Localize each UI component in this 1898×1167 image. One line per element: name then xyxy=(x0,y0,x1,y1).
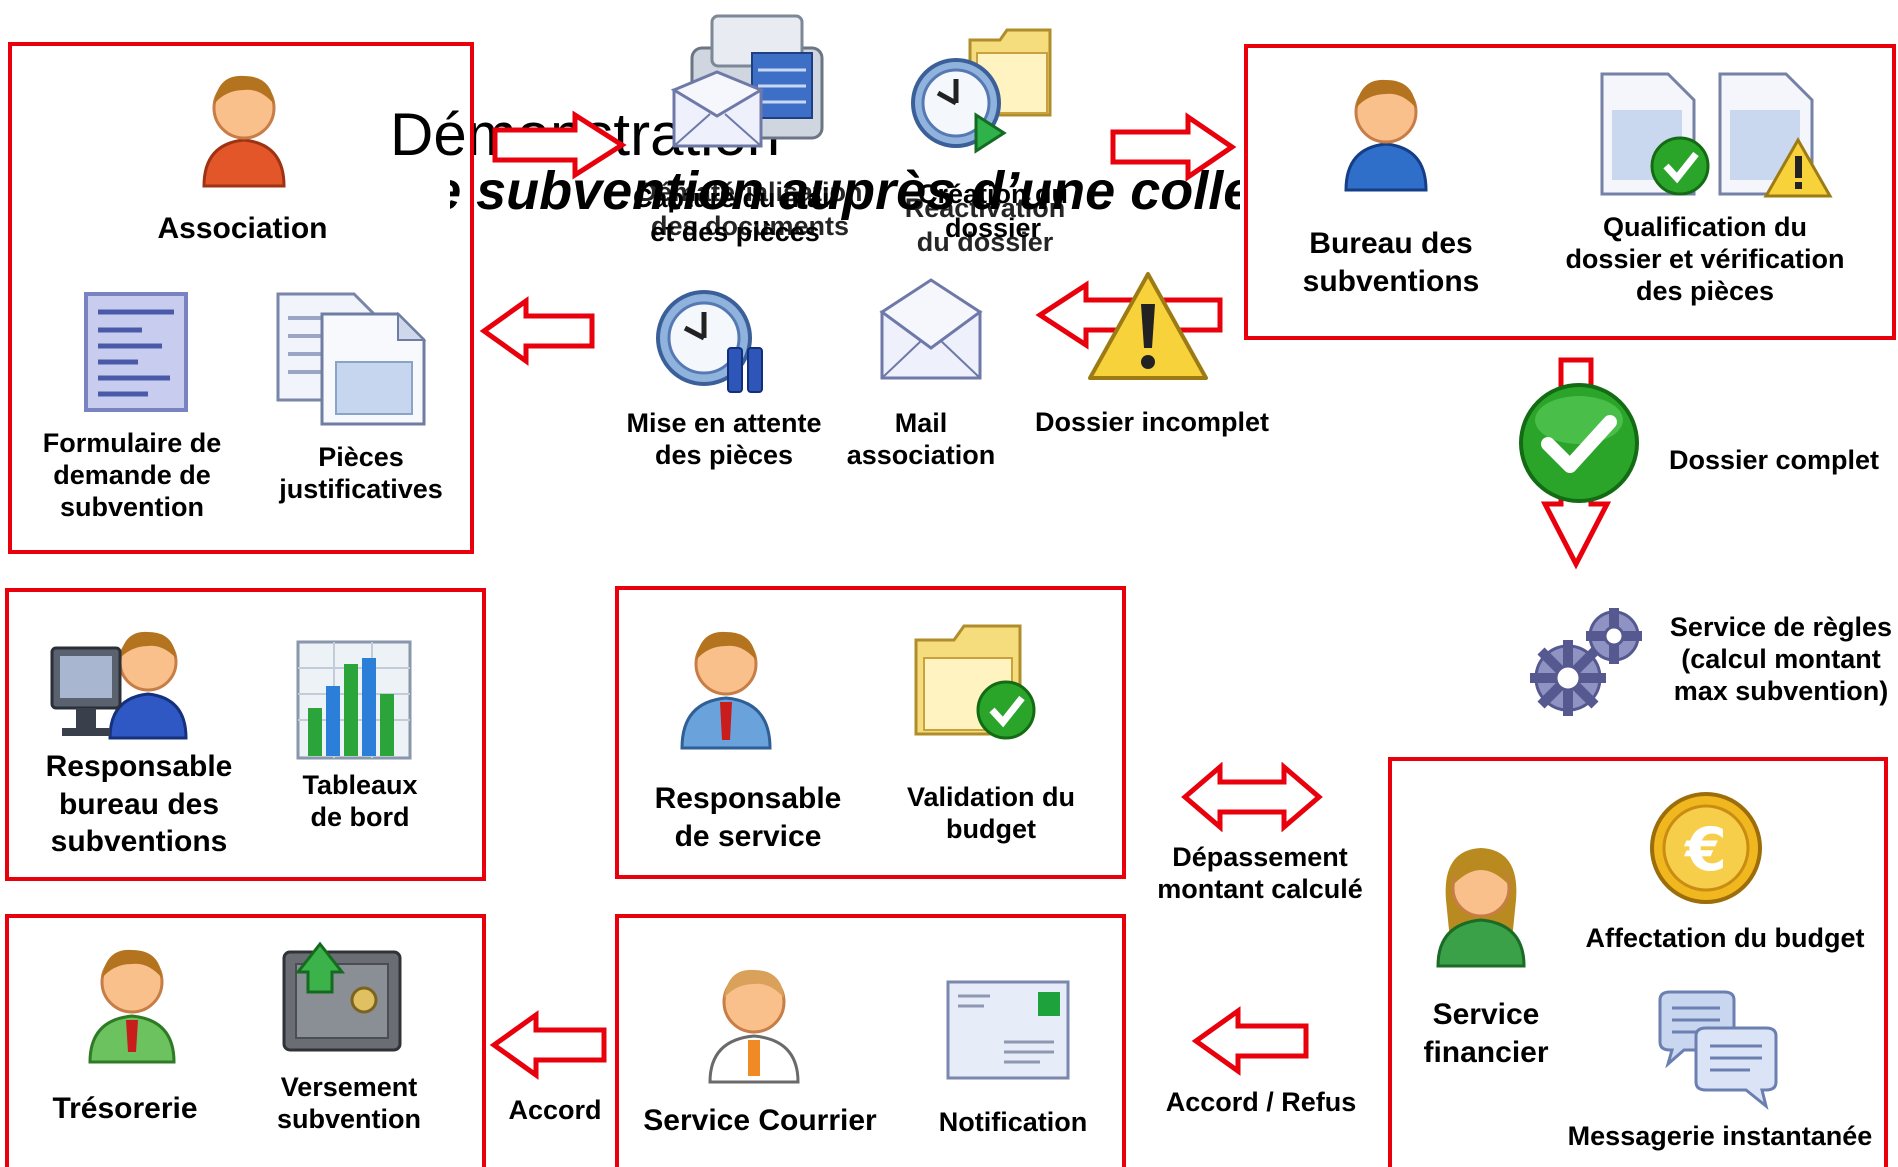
mail-capture-icon xyxy=(670,70,765,150)
depassement-label: Dépassement montant calculé xyxy=(1157,842,1363,904)
manager-person-icon xyxy=(676,622,776,752)
service-courrier-box xyxy=(615,914,1126,1167)
messagerie-label: Messagerie instantanée xyxy=(1567,1121,1873,1151)
service-financier-box xyxy=(1388,757,1888,1167)
safe-icon xyxy=(278,936,406,1056)
arrow-depassement-double xyxy=(1181,762,1323,832)
incomplet-label: Dossier incomplet xyxy=(1034,407,1270,437)
document-warning-icon xyxy=(1716,70,1834,200)
accord-refus-label: Accord / Refus xyxy=(1165,1087,1357,1117)
bar-chart-icon xyxy=(294,638,414,762)
dematerialisation-label: Dématérialisation des documents xyxy=(637,177,863,241)
affectation-label: Affectation du budget xyxy=(1585,923,1865,953)
clock-pause-icon xyxy=(652,286,770,396)
responsable-bureau-title: Responsable bureau des subventions xyxy=(45,750,233,858)
form-label: Formulaire de demande de subvention xyxy=(42,428,222,522)
euro-coin-icon: € xyxy=(1648,790,1764,906)
accord-label: Accord xyxy=(508,1095,602,1125)
responsable-service-title: Responsable de service xyxy=(654,782,842,853)
financier-person-icon xyxy=(1432,840,1530,970)
courrier-title: Service Courrier xyxy=(643,1104,877,1137)
responsable-bureau-box xyxy=(5,588,486,881)
qualification-label: Qualification du dossier et vérification… xyxy=(1565,212,1845,306)
bureau-box xyxy=(1244,44,1896,340)
gears-icon xyxy=(1524,600,1650,722)
chat-bubbles-icon xyxy=(1654,990,1782,1110)
warning-icon xyxy=(1086,270,1211,385)
complete-label: Dossier complet xyxy=(1668,445,1880,475)
arrow-to-bureau xyxy=(1110,112,1237,182)
svg-text:€: € xyxy=(1683,815,1727,885)
documents-icon xyxy=(274,288,429,428)
courrier-person-icon xyxy=(704,960,804,1086)
creation-label: Création du dossier xyxy=(917,179,1068,243)
versement-label: Versement subvention xyxy=(276,1072,421,1134)
financier-title: Service financier xyxy=(1423,998,1549,1069)
attente-label: Mise en attente des pièces xyxy=(626,408,822,470)
arrow-to-association xyxy=(479,296,595,366)
tresorerie-person-icon xyxy=(84,940,180,1066)
tresorerie-title: Trésorerie xyxy=(52,1092,198,1125)
association-person-icon xyxy=(196,66,292,190)
document-check-icon xyxy=(1598,70,1713,200)
arrow-accord-refus xyxy=(1191,1006,1309,1076)
clock-play-icon xyxy=(908,55,1008,155)
check-circle-icon xyxy=(1516,380,1642,506)
bureau-person-icon xyxy=(1338,70,1434,194)
capture-label: Capture du mail et des pièces xyxy=(632,183,838,247)
rules-label: Service de règles (calcul montant max su… xyxy=(1669,612,1893,706)
arrow-accord xyxy=(489,1010,607,1080)
pieces-label: Pièces justificatives xyxy=(279,442,443,504)
validation-label: Validation du budget xyxy=(906,782,1075,844)
responsable-service-box xyxy=(615,586,1126,879)
folder-check-icon xyxy=(910,618,1038,742)
association-title: Association xyxy=(157,212,328,245)
notification-label: Notification xyxy=(938,1107,1088,1137)
bureau-title: Bureau des subventions xyxy=(1302,227,1480,298)
mail-association-icon xyxy=(876,276,986,386)
association-box xyxy=(8,42,474,554)
arrow-association-to-capture xyxy=(492,110,627,180)
person-computer-icon xyxy=(48,610,188,740)
notification-letter-icon xyxy=(944,978,1072,1082)
mail-association-label: Mail association xyxy=(846,408,996,470)
reactivation-label: Réactivation du dossier xyxy=(904,193,1066,257)
tableaux-label: Tableaux de bord xyxy=(302,770,418,832)
tresorerie-box xyxy=(5,914,486,1167)
form-document-icon xyxy=(82,290,190,414)
